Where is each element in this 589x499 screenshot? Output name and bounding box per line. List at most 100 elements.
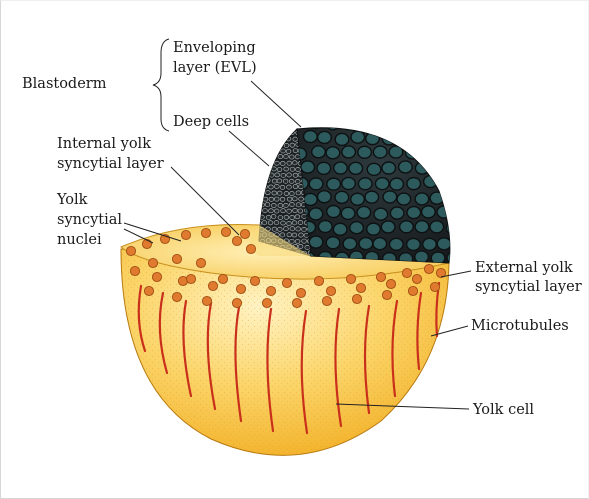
evl-cell <box>287 221 292 225</box>
evl-cell <box>295 239 300 243</box>
yolk-syncytial-nucleus <box>346 274 355 283</box>
evl-cell <box>251 220 256 224</box>
evl-cell <box>302 227 307 231</box>
label-enveloping-line2: layer (EVL) <box>173 59 257 77</box>
deep-cell <box>398 131 412 143</box>
deep-cell <box>437 206 451 218</box>
evl-cell <box>290 167 295 171</box>
deep-cell <box>447 132 461 144</box>
yolk-syncytial-nucleus <box>352 294 361 303</box>
evl-cell <box>274 197 279 201</box>
evl-cell <box>281 149 286 153</box>
evl-cell <box>256 196 261 200</box>
yolk-syncytial-nucleus <box>424 264 433 273</box>
evl-cell <box>305 245 310 249</box>
deep-cell <box>429 162 443 174</box>
evl-cell <box>251 209 256 213</box>
deep-cell <box>373 116 387 128</box>
evl-cell <box>284 191 289 195</box>
yolk-syncytial-nucleus <box>232 236 241 245</box>
evl-cell <box>295 155 300 159</box>
evl-cell <box>280 161 285 165</box>
evl-cell <box>263 172 268 176</box>
deep-cell <box>399 161 413 173</box>
deep-cell <box>415 133 429 145</box>
evl-cell <box>287 173 292 177</box>
evl-cell <box>283 131 288 135</box>
deep-cell <box>334 162 348 174</box>
evl-cell <box>281 209 286 213</box>
evl-cell <box>256 184 261 188</box>
evl-cell <box>257 137 262 141</box>
deep-cell <box>309 116 323 128</box>
evl-cell <box>280 233 285 237</box>
yolk-syncytial-nucleus <box>250 276 259 285</box>
deep-cell <box>415 251 429 263</box>
deep-cell <box>312 146 326 158</box>
deep-cell <box>422 116 436 128</box>
yolk-syncytial-nucleus <box>172 292 181 301</box>
evl-cell <box>256 160 261 164</box>
evl-cell <box>277 191 282 195</box>
evl-cell <box>253 215 258 219</box>
evl-cell <box>278 203 283 207</box>
evl-cell <box>269 209 274 213</box>
evl-cell <box>289 191 294 195</box>
evl-cell <box>251 125 256 129</box>
yolk-syncytial-nucleus <box>218 274 227 283</box>
evl-cell <box>281 173 286 177</box>
evl-cell <box>260 215 265 219</box>
evl-cell <box>275 173 280 177</box>
evl-cell <box>289 155 294 159</box>
evl-cell <box>268 161 273 165</box>
deep-cell <box>343 238 357 250</box>
deep-cell <box>383 191 397 203</box>
evl-cell <box>274 209 279 213</box>
evl-cell <box>274 184 279 188</box>
deep-cell <box>407 117 421 129</box>
evl-cell <box>298 220 303 224</box>
deep-cell <box>367 163 381 175</box>
deep-cell <box>382 162 396 174</box>
evl-cell <box>293 208 298 212</box>
evl-cell <box>296 227 301 231</box>
deep-cell <box>342 177 356 189</box>
deep-cell <box>390 178 404 190</box>
evl-cell <box>277 179 282 183</box>
evl-cell <box>254 143 259 147</box>
yolk-syncytial-nucleus <box>326 286 335 295</box>
evl-cell <box>284 154 289 158</box>
evl-cell <box>251 185 256 189</box>
deep-cell <box>335 133 349 145</box>
evl-cell <box>302 239 307 243</box>
blastoderm-brace <box>153 39 169 131</box>
yolk-syncytial-nucleus <box>221 227 230 236</box>
evl-cell <box>296 167 301 171</box>
deep-cell <box>309 178 323 190</box>
yolk-syncytial-nucleus <box>408 286 417 295</box>
evl-cell <box>266 131 271 135</box>
evl-cell <box>295 215 300 219</box>
deep-cell <box>437 238 451 250</box>
internal-ysl-leader <box>171 167 239 235</box>
evl-cell <box>298 209 303 213</box>
deep-cell <box>309 208 323 220</box>
deep-cell <box>304 193 318 205</box>
deep-cell <box>415 221 429 233</box>
yolk-syncytial-nucleus <box>246 244 255 253</box>
evl-cell <box>266 215 271 219</box>
evl-leader <box>251 81 301 127</box>
evl-cell <box>254 131 259 135</box>
deep-cell <box>309 236 323 248</box>
deep-cell <box>326 237 340 249</box>
evl-cell <box>269 197 274 201</box>
deep-cell <box>326 147 340 159</box>
yolk-syncytial-nucleus <box>402 268 411 277</box>
evl-cell <box>290 202 295 206</box>
evl-cell <box>292 161 297 165</box>
yolk-syncytial-nucleus <box>236 284 245 293</box>
evl-cell <box>277 167 282 171</box>
deep-cell <box>342 118 356 130</box>
evl-cell <box>265 202 270 206</box>
yolk-syncytial-nucleus <box>130 266 139 275</box>
